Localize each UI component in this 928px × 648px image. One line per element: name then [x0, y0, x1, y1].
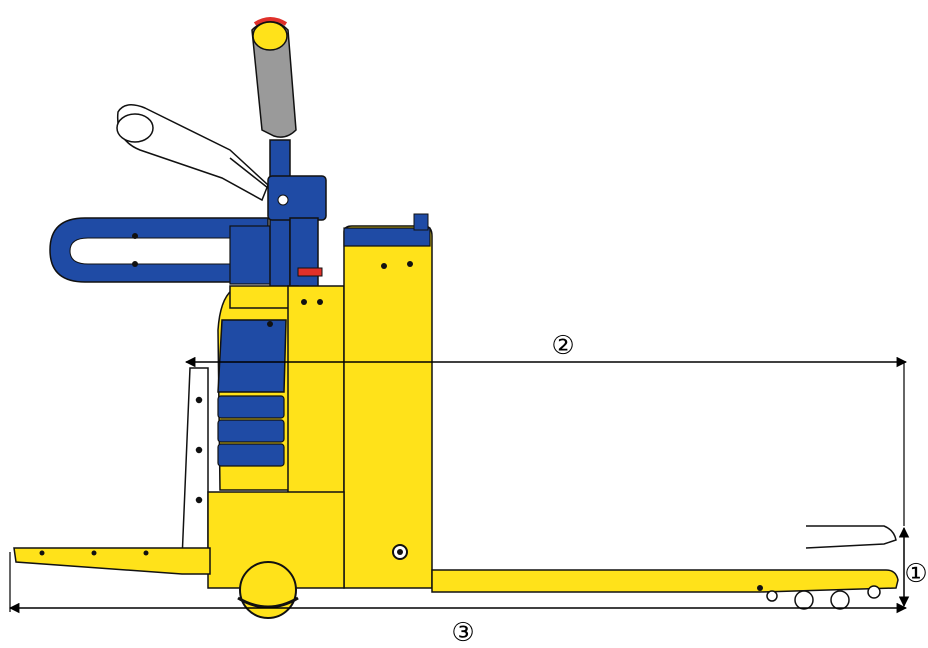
- dimension-label-2: ②: [551, 331, 574, 361]
- dimension-label-3: ③: [451, 618, 474, 648]
- backrest-rail: [181, 367, 209, 561]
- rear-platform: [13, 547, 211, 575]
- fork-tip-raised-outline: [805, 525, 897, 549]
- battery-compartment: [217, 285, 299, 491]
- handle-bar: [49, 217, 281, 285]
- tiller-arm: [267, 139, 327, 291]
- tiller-head: [251, 17, 297, 138]
- chassis-body: [343, 213, 433, 589]
- tiller-raised-outline: [116, 104, 269, 202]
- dimension-label-1: ①: [904, 559, 927, 589]
- forks: [431, 569, 899, 610]
- base-and-drive-wheel: [207, 491, 345, 619]
- dimension-line-3: [8, 552, 908, 614]
- dimension-line-2: [184, 356, 908, 526]
